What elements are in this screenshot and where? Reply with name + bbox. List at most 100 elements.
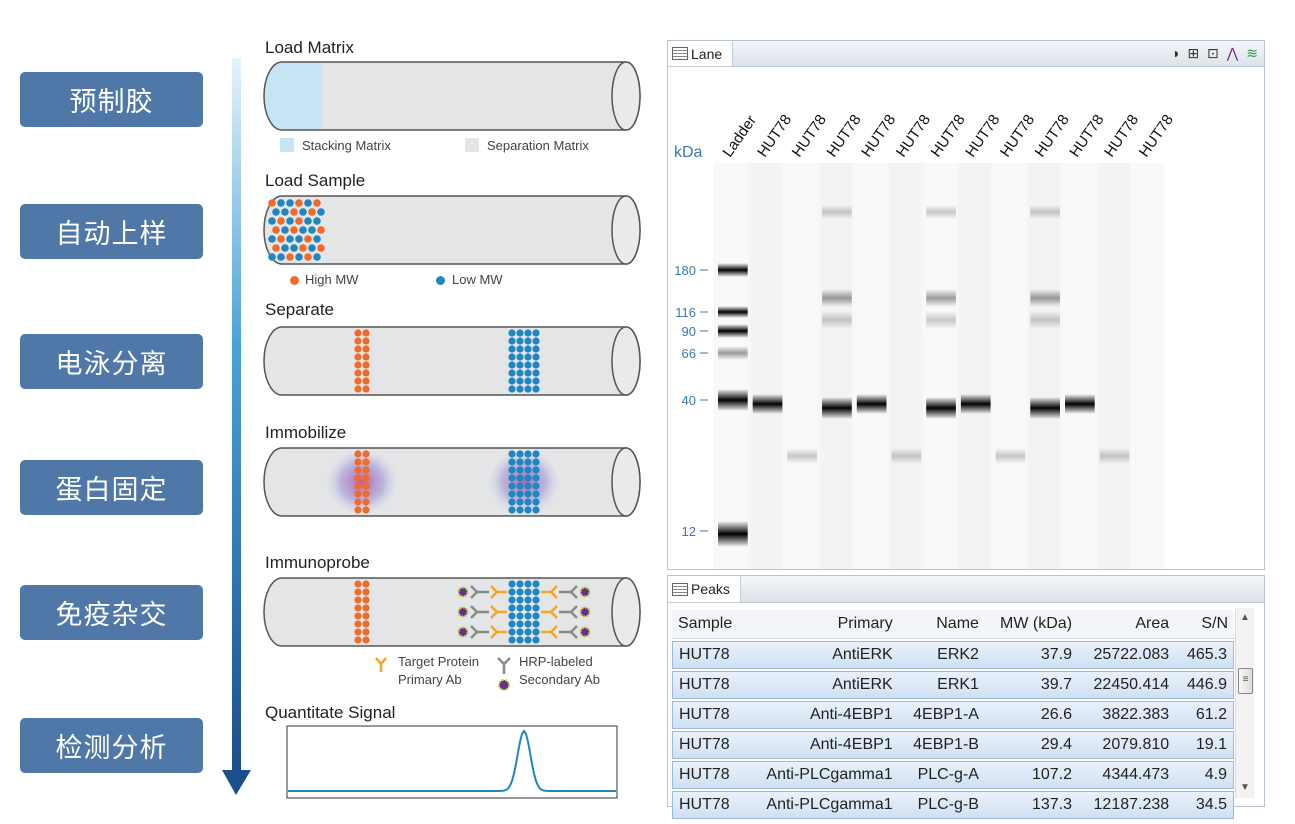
scroll-down-icon[interactable]: ▼ bbox=[1240, 782, 1250, 793]
gel-lane bbox=[889, 163, 922, 569]
ladder-tick-label: 116 bbox=[675, 305, 696, 320]
lines-icon[interactable]: ≋ bbox=[1246, 45, 1258, 61]
gel-band bbox=[822, 397, 852, 419]
gel-band bbox=[718, 324, 748, 338]
peaks-column-header[interactable]: Area bbox=[1078, 610, 1176, 639]
gel-band bbox=[1099, 448, 1130, 464]
separation-swatch bbox=[465, 138, 479, 152]
protein-dot bbox=[354, 345, 362, 353]
protein-dot bbox=[362, 450, 370, 458]
protein-dot bbox=[354, 636, 362, 644]
antibody-complexes bbox=[457, 585, 591, 639]
protein-dot bbox=[524, 466, 532, 474]
peaks-column-header[interactable]: Name bbox=[898, 610, 985, 639]
protein-dot bbox=[362, 490, 370, 498]
pie-chart-icon[interactable]: ◑ bbox=[1170, 45, 1180, 61]
sample-dot bbox=[317, 208, 325, 216]
protein-dot bbox=[524, 474, 532, 482]
peaks-column-header[interactable]: S/N bbox=[1175, 610, 1234, 639]
lane-labels: LadderHUT78HUT78HUT78HUT78HUT78HUT78HUT7… bbox=[719, 112, 1177, 161]
protein-dot bbox=[508, 506, 516, 514]
protein-dot bbox=[508, 345, 516, 353]
sample-dot bbox=[281, 244, 289, 252]
capillary-immobilize bbox=[263, 447, 641, 517]
peaks-cell: ERK2 bbox=[898, 641, 985, 669]
antibody-complex bbox=[457, 625, 507, 639]
peaks-cell: AntiERK bbox=[745, 641, 899, 669]
protein-dot bbox=[524, 604, 532, 612]
gel-band bbox=[995, 448, 1026, 464]
peaks-cell: 4EBP1-B bbox=[898, 731, 985, 759]
protein-dot bbox=[508, 450, 516, 458]
protein-dot bbox=[362, 596, 370, 604]
protein-dot bbox=[354, 620, 362, 628]
sample-dot bbox=[304, 253, 312, 261]
protein-dot bbox=[516, 353, 524, 361]
protein-dot bbox=[532, 612, 540, 620]
sample-dot bbox=[272, 244, 280, 252]
protein-dot bbox=[532, 588, 540, 596]
table-icon bbox=[672, 582, 688, 596]
tab-peaks[interactable]: Peaks bbox=[668, 576, 741, 602]
layout-icon[interactable]: ⊞ bbox=[1187, 45, 1200, 61]
protein-dot bbox=[524, 620, 532, 628]
gel-lane bbox=[1132, 163, 1165, 569]
gel-band bbox=[1030, 205, 1060, 219]
protein-dot bbox=[508, 612, 516, 620]
protein-dot bbox=[524, 506, 532, 514]
export-icon[interactable]: ⊡ bbox=[1207, 45, 1219, 61]
protein-dot bbox=[362, 329, 370, 337]
protein-dot bbox=[354, 466, 362, 474]
protein-dot bbox=[516, 588, 524, 596]
low-mw-dot bbox=[436, 276, 445, 285]
peaks-cell: 25722.083 bbox=[1078, 641, 1176, 669]
gel-band bbox=[960, 394, 991, 414]
step-protein-fixation: 蛋白固定 bbox=[20, 460, 203, 515]
protein-dot bbox=[508, 588, 516, 596]
protein-dot bbox=[516, 337, 524, 345]
protein-dot bbox=[524, 353, 532, 361]
protein-dot bbox=[362, 498, 370, 506]
high-mw-band bbox=[354, 329, 370, 393]
stacking-swatch bbox=[280, 138, 294, 152]
high-mw-band bbox=[354, 450, 370, 514]
sample-dot bbox=[313, 199, 321, 207]
high-mw-band bbox=[354, 580, 370, 644]
scroll-thumb[interactable]: ≡ bbox=[1238, 668, 1253, 694]
tab-lane[interactable]: Lane bbox=[668, 41, 734, 66]
antibody-complex bbox=[457, 585, 507, 599]
peaks-cell: 19.1 bbox=[1175, 731, 1234, 759]
protein-dot bbox=[508, 498, 516, 506]
peaks-column-header[interactable]: Primary bbox=[745, 610, 899, 639]
peaks-column-header[interactable]: Sample bbox=[672, 610, 746, 639]
sample-dot bbox=[295, 199, 303, 207]
sample-dot bbox=[317, 244, 325, 252]
lane-toolbar: ◑ ⊞ ⊡ ⋀ ≋ bbox=[1171, 45, 1258, 61]
protein-dot bbox=[516, 361, 524, 369]
scroll-up-icon[interactable]: ▲ bbox=[1240, 612, 1250, 623]
protein-dot bbox=[362, 337, 370, 345]
protein-dot bbox=[362, 369, 370, 377]
peak-icon[interactable]: ⋀ bbox=[1226, 45, 1239, 61]
protein-dot bbox=[532, 490, 540, 498]
step-label: 蛋白固定 bbox=[55, 475, 168, 506]
protein-dot bbox=[532, 329, 540, 337]
lane-panel: Lane ◑ ⊞ ⊡ ⋀ ≋ bbox=[667, 40, 1265, 570]
peaks-column-header[interactable]: MW (kDa) bbox=[984, 610, 1079, 639]
peaks-cell: 107.2 bbox=[984, 761, 1079, 789]
stage-title-quantitate: Quantitate Signal bbox=[265, 703, 396, 722]
peaks-cell: ERK1 bbox=[898, 671, 985, 699]
protein-dot bbox=[362, 612, 370, 620]
protein-dot bbox=[354, 353, 362, 361]
sample-dot bbox=[272, 208, 280, 216]
protein-dot bbox=[524, 450, 532, 458]
peaks-scrollbar[interactable]: ▲ ≡ ▼ bbox=[1235, 608, 1254, 798]
low-mw-band bbox=[508, 450, 540, 514]
legend-hrp-labeled: HRP-labeled bbox=[519, 654, 593, 669]
